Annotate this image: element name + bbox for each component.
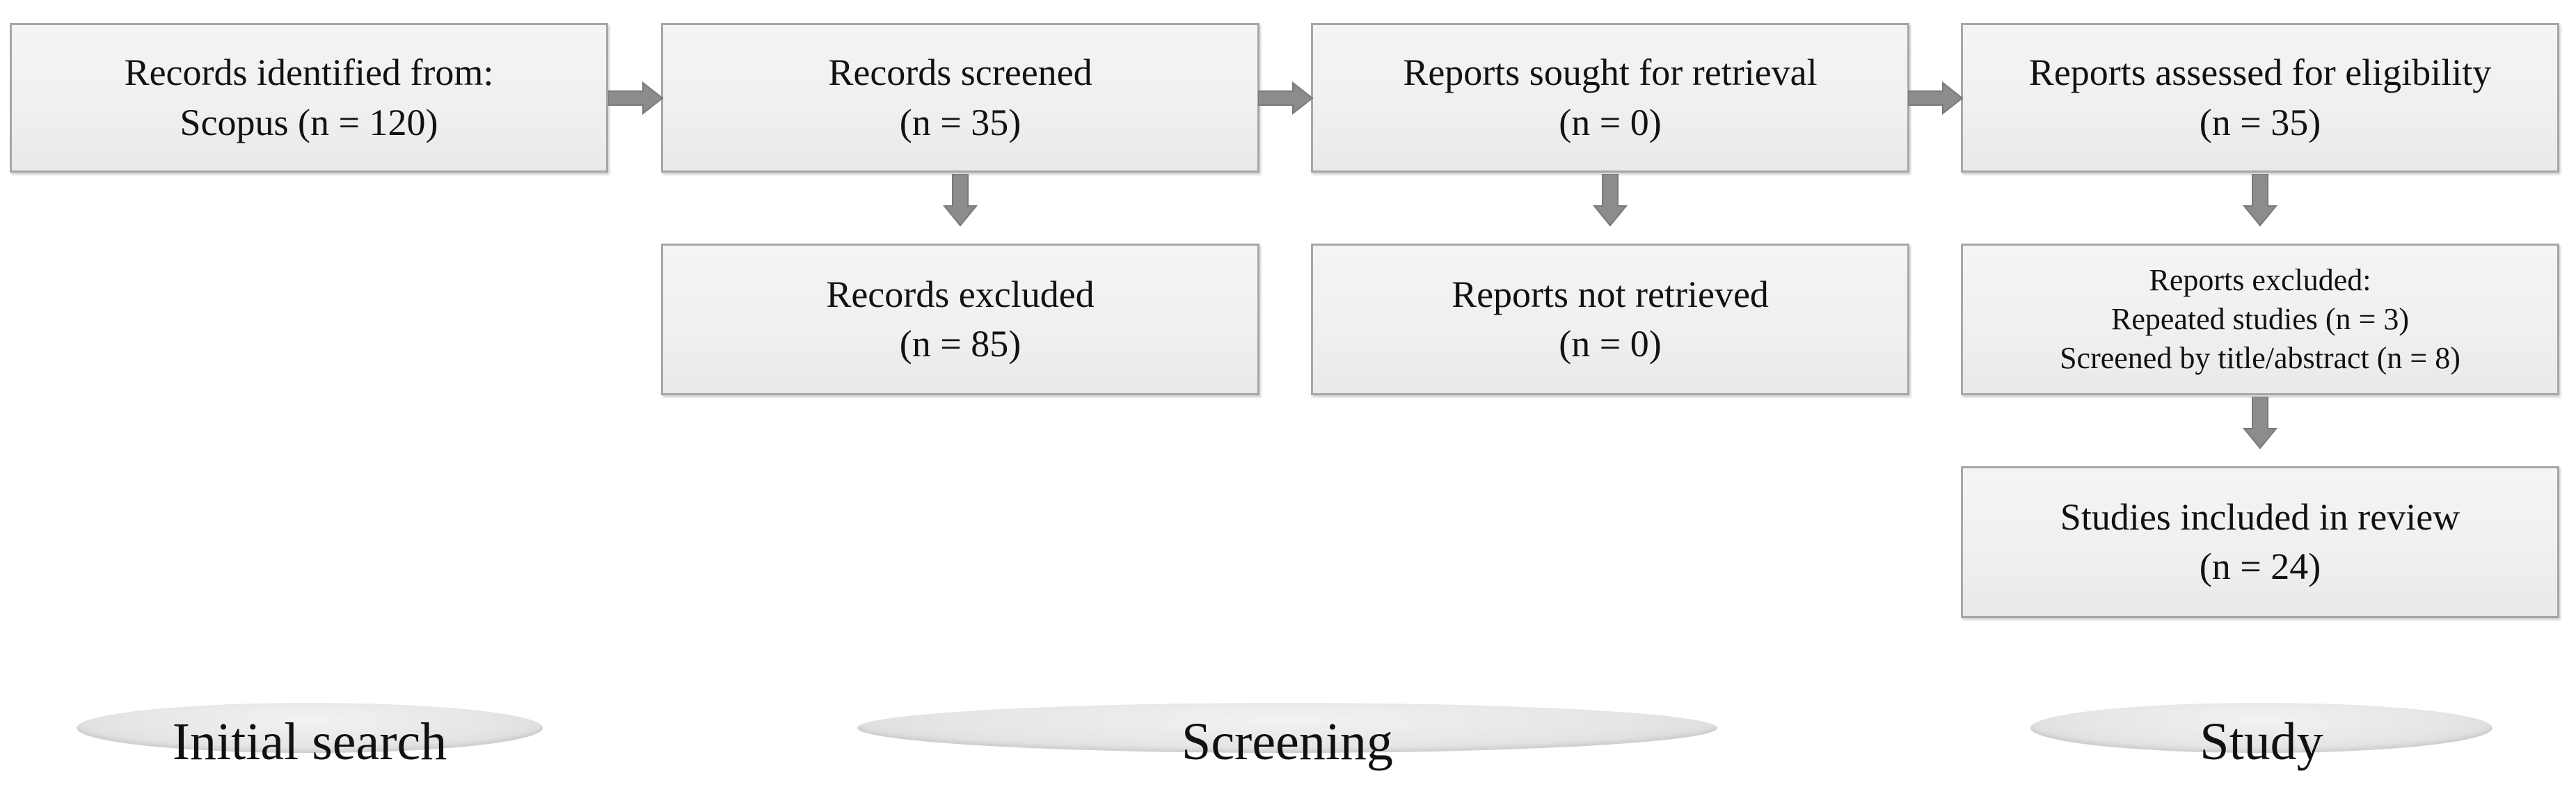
records-screened-box: Records screened (n = 35) <box>661 23 1259 173</box>
arrow-down-icon <box>2243 174 2277 227</box>
reports-excluded-line1: Reports excluded: <box>2149 262 2371 297</box>
reports-not-retrieved-line1: Reports not retrieved <box>1452 273 1769 315</box>
reports-sought-line2: (n = 0) <box>1559 101 1662 143</box>
arrow-down-icon <box>943 174 978 227</box>
reports-assessed-line1: Reports assessed for eligibility <box>2028 51 2492 94</box>
phase-screening: Screening <box>857 703 1717 786</box>
phase-label-study: Study <box>2200 713 2323 771</box>
phase-study: Study <box>2030 703 2492 786</box>
reports-excluded-box: Reports excluded: Repeated studies (n = … <box>1961 244 2559 395</box>
phase-lens <box>2030 703 2492 753</box>
records-excluded-line1: Records excluded <box>826 273 1095 315</box>
phase-label-initial: Initial search <box>172 713 447 771</box>
reports-assessed-line2: (n = 35) <box>2199 101 2321 143</box>
reports-sought-line1: Reports sought for retrieval <box>1403 51 1818 94</box>
phase-initial-search: Initial search <box>77 703 543 786</box>
reports-assessed-box: Reports assessed for eligibility (n = 35… <box>1961 23 2559 173</box>
reports-excluded-line3: Screened by title/abstract (n = 8) <box>2060 341 2460 376</box>
records-identified-box: Records identified from: Scopus (n = 120… <box>10 23 608 173</box>
records-excluded-box: Records excluded (n = 85) <box>661 244 1259 395</box>
reports-excluded-line2: Repeated studies (n = 3) <box>2110 301 2410 336</box>
arrow-down-icon <box>2243 397 2277 450</box>
reports-not-retrieved-line2: (n = 0) <box>1559 323 1662 365</box>
arrow-down-icon <box>1593 174 1628 227</box>
studies-included-line2: (n = 24) <box>2199 546 2321 587</box>
records-identified-line2: Scopus (n = 120) <box>180 101 438 143</box>
records-excluded-line2: (n = 85) <box>899 323 1021 365</box>
arrow-right-icon <box>1908 81 1964 115</box>
studies-included-line1: Studies included in review <box>2060 495 2460 538</box>
records-identified-line1: Records identified from: <box>124 51 494 94</box>
arrow-right-icon <box>608 81 664 115</box>
reports-not-retrieved-box: Reports not retrieved (n = 0) <box>1311 244 1909 395</box>
phase-lens <box>857 703 1717 753</box>
phase-lens <box>77 703 543 753</box>
reports-sought-box: Reports sought for retrieval (n = 0) <box>1311 23 1909 173</box>
phase-label-screening: Screening <box>1182 713 1393 771</box>
arrow-right-icon <box>1258 81 1314 115</box>
records-screened-line1: Records screened <box>828 51 1092 94</box>
studies-included-box: Studies included in review (n = 24) <box>1961 466 2559 618</box>
records-screened-line2: (n = 35) <box>899 101 1021 143</box>
